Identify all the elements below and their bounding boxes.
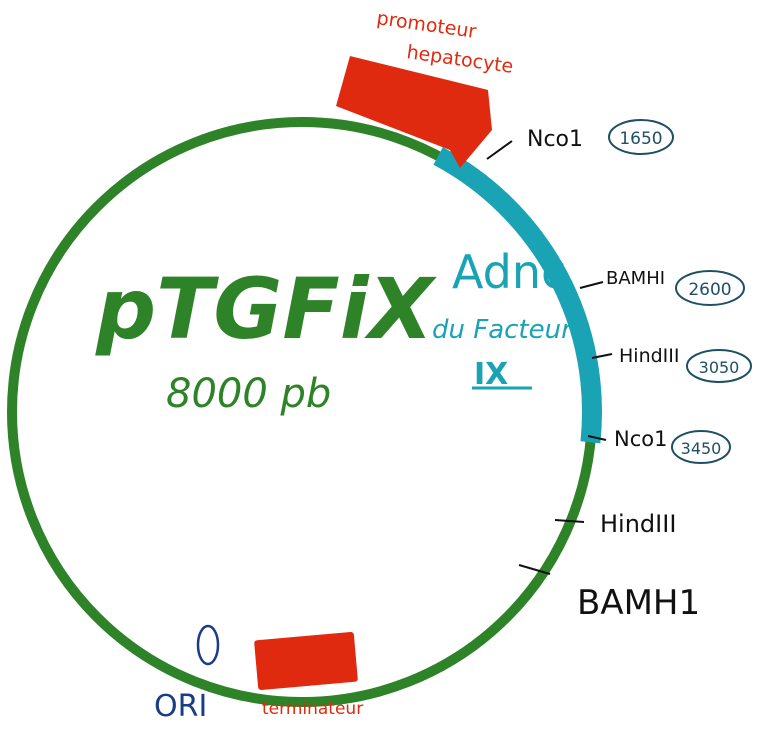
terminator-box	[254, 631, 358, 691]
ori-marker	[196, 624, 220, 666]
promoter-label-line2: hepatocyte	[405, 41, 514, 78]
promoter-label-line1: promoteur	[375, 7, 477, 43]
site-label-hindiii-b: HindIII	[600, 510, 676, 538]
site-label-hindiii-a: HindIII	[619, 345, 679, 367]
site-position-bamhi-a: 2600	[688, 280, 731, 300]
plasmid-size: 8000 pb	[166, 371, 331, 417]
site-position-circle-hindiii-a	[686, 349, 752, 383]
plasmid-name: pTGFiX	[95, 260, 438, 358]
site-tick-bamh1-b	[518, 564, 551, 575]
site-position-circle-nco1-a	[608, 119, 674, 155]
site-position-circle-bamhi-a	[675, 270, 745, 306]
insert-label-line2: du Facteur	[432, 315, 574, 345]
site-position-circle-nco1-b	[671, 430, 731, 464]
site-tick-hindiii-a	[591, 353, 613, 359]
site-label-nco1-a: Nco1	[527, 127, 583, 152]
site-tick-nco1-a	[486, 140, 513, 160]
terminator-label: terminateur	[262, 699, 363, 719]
site-label-bamh1-b: BAMH1	[577, 583, 700, 623]
site-label-nco1-b: Nco1	[614, 427, 667, 451]
site-position-hindiii-a: 3050	[699, 358, 740, 377]
ori-label: ORI	[154, 689, 207, 724]
site-tick-bamhi-a	[579, 281, 604, 289]
site-tick-hindiii-b	[554, 519, 585, 523]
site-tick-nco1-b	[587, 435, 607, 441]
insert-arc	[433, 147, 602, 444]
site-position-nco1-b: 3450	[681, 439, 722, 458]
promoter-arrow	[336, 56, 492, 168]
insert-label-line1: Adnc	[452, 245, 566, 299]
insert-label-line3: IX	[474, 357, 508, 392]
site-position-nco1-a: 1650	[619, 129, 662, 149]
site-label-bamhi-a: BAMHI	[606, 268, 665, 289]
